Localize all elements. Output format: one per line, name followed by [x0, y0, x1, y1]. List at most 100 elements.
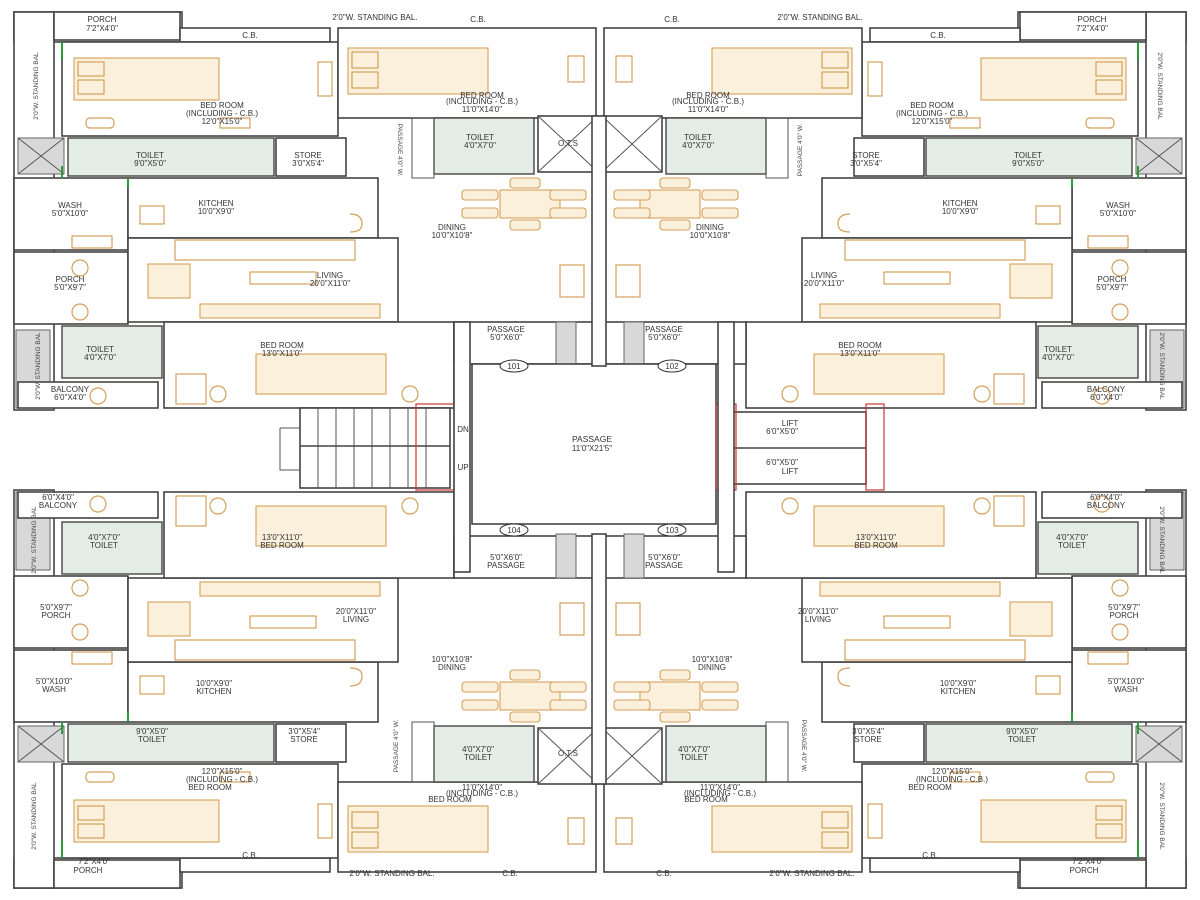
svg-text:4'0"X7'0": 4'0"X7'0"	[1042, 353, 1074, 362]
flat-104-labels: 6'0"X4'0" BALCONY 4'0"X7'0" TOILET 13'0"…	[31, 493, 578, 878]
svg-text:DINING: DINING	[438, 223, 466, 232]
svg-text:LIVING: LIVING	[805, 615, 831, 624]
svg-text:BED ROOM: BED ROOM	[684, 795, 728, 804]
svg-text:TOILET: TOILET	[680, 753, 708, 762]
svg-text:5'0"X6'0": 5'0"X6'0"	[648, 553, 680, 562]
svg-text:5'0"X10'0": 5'0"X10'0"	[1100, 209, 1136, 218]
unit-103-badge	[657, 523, 687, 537]
svg-text:PORCH: PORCH	[1098, 275, 1127, 284]
svg-text:7'2"X4'0": 7'2"X4'0"	[86, 24, 118, 33]
svg-text:TOILET: TOILET	[136, 151, 164, 160]
flat-102-labels: PORCH 7'2"X4'0" C.B. 2'0"W. STANDING BAL…	[645, 13, 1165, 402]
svg-text:5'0"X10'0": 5'0"X10'0"	[36, 677, 72, 686]
svg-text:BALCONY: BALCONY	[51, 385, 90, 394]
svg-text:4'0"X7'0": 4'0"X7'0"	[682, 141, 714, 150]
svg-text:TOILET: TOILET	[684, 133, 712, 142]
svg-text:11'0"X14'0": 11'0"X14'0"	[688, 105, 728, 114]
staircase	[279, 403, 455, 491]
svg-text:WASH: WASH	[58, 201, 82, 210]
central-passage	[471, 363, 717, 525]
svg-text:2'0"W. STANDING BAL.: 2'0"W. STANDING BAL.	[349, 869, 434, 878]
stair-up-label: UP	[457, 463, 468, 472]
svg-text:C.B.: C.B.	[930, 31, 946, 40]
svg-text:7'2"X4'0": 7'2"X4'0"	[1072, 857, 1104, 866]
svg-text:BALCONY: BALCONY	[1087, 501, 1126, 510]
unit-102-label: 102	[665, 362, 679, 371]
stair-dn-label: DN	[457, 425, 469, 434]
svg-text:5'0"X9'7": 5'0"X9'7"	[40, 603, 72, 612]
svg-text:6'0"X4'0": 6'0"X4'0"	[54, 393, 86, 402]
svg-text:2'0"W. STANDING BAL.: 2'0"W. STANDING BAL.	[777, 13, 862, 22]
svg-text:13'0"X11'0": 13'0"X11'0"	[262, 533, 302, 542]
svg-text:PORCH: PORCH	[56, 275, 85, 284]
svg-text:BALCONY: BALCONY	[1087, 385, 1126, 394]
svg-text:10'0"X9'0": 10'0"X9'0"	[198, 207, 234, 216]
svg-text:LIVING: LIVING	[343, 615, 369, 624]
svg-text:5'0"X9'7": 5'0"X9'7"	[54, 283, 86, 292]
svg-text:BED ROOM: BED ROOM	[910, 101, 954, 110]
svg-text:BED ROOM: BED ROOM	[188, 783, 232, 792]
svg-text:TOILET: TOILET	[464, 753, 492, 762]
svg-text:PORCH: PORCH	[1110, 611, 1139, 620]
svg-text:2'0"W. STANDING BAL: 2'0"W. STANDING BAL	[1158, 506, 1165, 574]
unit-101-badge	[499, 359, 529, 373]
svg-text:O.T.S: O.T.S	[558, 139, 578, 148]
svg-text:2'0"W. STANDING BAL.: 2'0"W. STANDING BAL.	[769, 869, 854, 878]
svg-text:KITCHEN: KITCHEN	[940, 687, 975, 696]
svg-text:5'0"X6'0": 5'0"X6'0"	[490, 553, 522, 562]
svg-text:20'0"X11'0": 20'0"X11'0"	[310, 279, 350, 288]
svg-text:TOILET: TOILET	[1014, 151, 1042, 160]
svg-text:7'2"X4'0": 7'2"X4'0"	[1076, 24, 1108, 33]
svg-text:4'0"X7'0": 4'0"X7'0"	[462, 745, 494, 754]
svg-text:BED ROOM: BED ROOM	[686, 91, 730, 100]
core-passage-dim: 11'0"X21'5"	[572, 444, 612, 453]
svg-text:TOILET: TOILET	[1044, 345, 1072, 354]
svg-text:DINING: DINING	[696, 223, 724, 232]
svg-text:BED ROOM: BED ROOM	[854, 541, 898, 550]
svg-text:3'0"X5'4": 3'0"X5'4"	[852, 727, 884, 736]
unit-104-badge	[499, 523, 529, 537]
svg-text:2'0"W. STANDING BAL: 2'0"W. STANDING BAL	[1156, 52, 1163, 120]
svg-text:PASSAGE: PASSAGE	[645, 561, 683, 570]
flat-101-labels: PORCH 7'2"X4'0" C.B. 2'0"W. STANDING BAL…	[33, 13, 578, 402]
svg-text:(INCLUDING - C.B.): (INCLUDING - C.B.)	[684, 789, 756, 798]
svg-text:LIVING: LIVING	[811, 271, 837, 280]
svg-text:3'0"X5'4": 3'0"X5'4"	[288, 727, 320, 736]
svg-text:BED ROOM: BED ROOM	[428, 795, 472, 804]
svg-text:11'0"X14'0": 11'0"X14'0"	[700, 783, 740, 792]
svg-text:(INCLUDING - C.B.): (INCLUDING - C.B.)	[446, 789, 518, 798]
svg-text:2'0"W. STANDING BAL: 2'0"W. STANDING BAL	[1158, 782, 1165, 850]
svg-text:2'0"W. STANDING BAL: 2'0"W. STANDING BAL	[31, 506, 38, 574]
unit-102-badge	[657, 359, 687, 373]
svg-text:9'0"X5'0": 9'0"X5'0"	[1006, 727, 1038, 736]
svg-text:9'0"X5'0": 9'0"X5'0"	[134, 159, 166, 168]
unit-101-label: 101	[507, 362, 521, 371]
svg-text:PASSAGE 4'0" W.: PASSAGE 4'0" W.	[393, 720, 400, 773]
svg-text:C.B.: C.B.	[656, 869, 672, 878]
lift-2-dim: 6'0"X5'0"	[766, 458, 798, 467]
svg-text:10'0"X9'0": 10'0"X9'0"	[942, 207, 978, 216]
svg-text:(INCLUDING - C.B.): (INCLUDING - C.B.)	[896, 109, 968, 118]
svg-text:BED ROOM: BED ROOM	[200, 101, 244, 110]
svg-text:STORE: STORE	[290, 735, 317, 744]
svg-text:C.B.: C.B.	[470, 15, 486, 24]
svg-text:C.B.: C.B.	[242, 851, 258, 860]
svg-text:13'0"X11'0": 13'0"X11'0"	[840, 349, 880, 358]
svg-text:(INCLUDING - C.B.): (INCLUDING - C.B.)	[186, 109, 258, 118]
svg-text:4'0"X7'0": 4'0"X7'0"	[678, 745, 710, 754]
svg-text:10'0"X9'0": 10'0"X9'0"	[196, 679, 232, 688]
svg-text:PORCH: PORCH	[1070, 866, 1099, 875]
unit-103-label: 103	[665, 526, 679, 535]
svg-text:12'0"X15'0": 12'0"X15'0"	[202, 767, 243, 776]
svg-text:6'0"X4'0": 6'0"X4'0"	[1090, 493, 1122, 502]
svg-text:BALCONY: BALCONY	[39, 501, 78, 510]
svg-text:4'0"X7'0": 4'0"X7'0"	[84, 353, 116, 362]
svg-text:9'0"X5'0": 9'0"X5'0"	[1012, 159, 1044, 168]
svg-text:(INCLUDING - C.B.): (INCLUDING - C.B.)	[186, 775, 258, 784]
svg-text:C.B.: C.B.	[922, 851, 938, 860]
core-passage-label: PASSAGE	[572, 434, 612, 444]
svg-text:BED ROOM: BED ROOM	[838, 341, 882, 350]
svg-text:12'0"X15'0": 12'0"X15'0"	[932, 767, 973, 776]
svg-text:12'0"X15'0": 12'0"X15'0"	[202, 117, 243, 126]
svg-text:TOILET: TOILET	[1008, 735, 1036, 744]
